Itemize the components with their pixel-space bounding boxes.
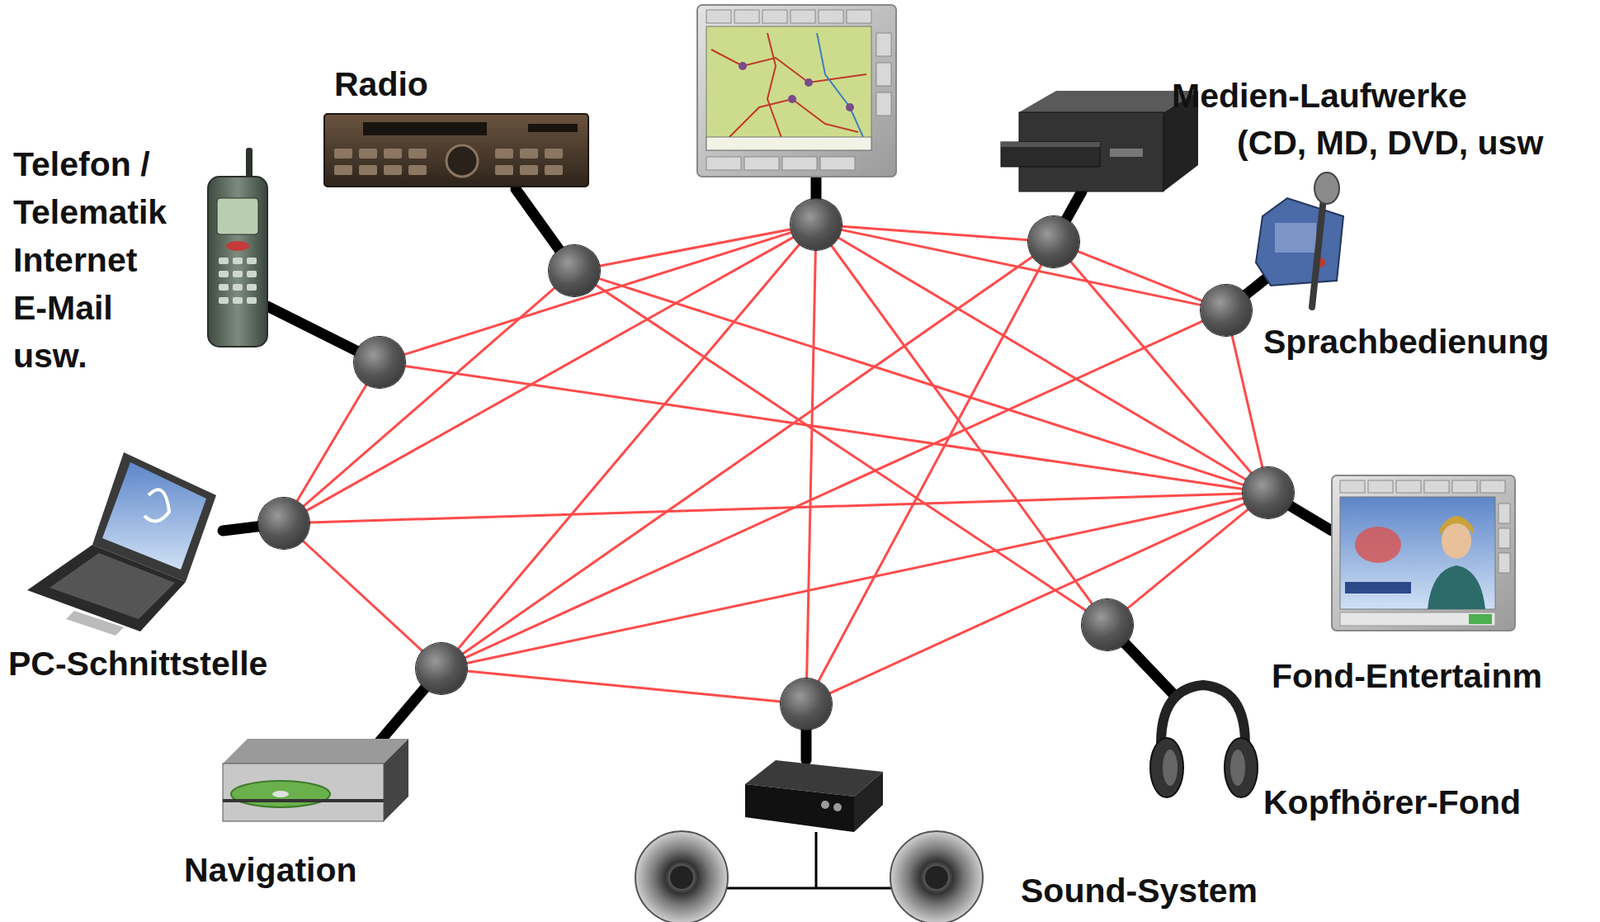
connection-line bbox=[302, 287, 555, 506]
network-node: PC-Schnittstelle bbox=[258, 497, 310, 549]
connection-line bbox=[302, 540, 423, 652]
network-node bbox=[790, 198, 842, 251]
connection-line bbox=[405, 365, 1244, 489]
connection-line bbox=[595, 284, 1086, 611]
connection-line bbox=[464, 320, 1204, 658]
network-node: Fond-Entertainm bbox=[1242, 467, 1294, 519]
navigation-unit-icon bbox=[222, 738, 409, 822]
connection-stroke bbox=[302, 287, 555, 506]
connection-line bbox=[1231, 335, 1263, 468]
connection-line bbox=[297, 384, 367, 502]
voice-control-icon bbox=[1255, 172, 1344, 307]
connection-stroke bbox=[599, 229, 791, 266]
network-node: Kopfhörer-Fond bbox=[1081, 599, 1133, 651]
connection-stroke bbox=[595, 284, 1086, 611]
connection-line bbox=[462, 256, 1033, 655]
connection-stroke bbox=[462, 256, 1033, 655]
connection-stroke bbox=[466, 497, 1243, 663]
connection-stroke bbox=[818, 264, 1043, 681]
network-node: Sprachbedienung bbox=[1200, 284, 1252, 336]
connection-stroke bbox=[841, 226, 1029, 240]
device-label: PC-Schnittstelle bbox=[8, 643, 268, 684]
connection-line bbox=[599, 229, 791, 266]
connection-line bbox=[807, 250, 817, 679]
connection-line bbox=[404, 231, 793, 354]
radio-icon bbox=[324, 113, 589, 187]
connection-stroke bbox=[309, 493, 1243, 523]
connection-line bbox=[466, 497, 1243, 663]
connection-stroke bbox=[1127, 509, 1249, 609]
display-icon bbox=[697, 4, 897, 177]
connection-line bbox=[838, 237, 1247, 480]
rear-screen-icon bbox=[1331, 475, 1516, 631]
device-label: Radio bbox=[334, 64, 429, 104]
laptop-icon bbox=[27, 452, 217, 636]
device-label: Sprachbedienung bbox=[1263, 321, 1549, 362]
connection-stroke bbox=[467, 670, 781, 702]
network-node: Radio bbox=[548, 245, 600, 297]
connection-stroke bbox=[457, 244, 800, 650]
device-label: Kopfhörer-Fond bbox=[1263, 782, 1521, 822]
connection-line bbox=[1127, 509, 1249, 609]
connection-stroke bbox=[840, 229, 1201, 305]
device-stubs bbox=[222, 176, 1332, 760]
connection-line bbox=[306, 236, 794, 511]
connection-line bbox=[829, 503, 1246, 694]
connection-stroke bbox=[838, 237, 1247, 480]
connection-stroke bbox=[1070, 261, 1252, 474]
device-label: Sound-System bbox=[1020, 870, 1258, 911]
connection-line bbox=[818, 264, 1043, 681]
media-drive-icon bbox=[1000, 90, 1199, 192]
connection-stroke bbox=[297, 384, 367, 502]
connection-stroke bbox=[829, 503, 1246, 694]
device-label: Fond-Entertainm bbox=[1271, 656, 1543, 696]
connection-line bbox=[1070, 261, 1252, 474]
headphones-icon bbox=[1150, 684, 1258, 798]
device-label: (CD, MD, DVD, usw bbox=[1236, 122, 1544, 163]
connection-line bbox=[457, 244, 800, 650]
connection-line bbox=[599, 278, 1245, 485]
connection-stroke bbox=[807, 250, 817, 679]
device-label: Navigation bbox=[184, 849, 358, 890]
connection-line bbox=[840, 229, 1201, 305]
connection-line bbox=[467, 670, 781, 702]
connection-stroke bbox=[405, 365, 1244, 489]
connection-stroke bbox=[302, 540, 423, 652]
device-label: Medien-Laufwerke bbox=[1171, 75, 1468, 116]
network-node: Navigation bbox=[415, 642, 468, 694]
network-node: Sound-System bbox=[780, 678, 832, 730]
sound-system-icon bbox=[635, 759, 983, 922]
device-label: Telefon / Telematik Internet E-Mail usw. bbox=[13, 140, 180, 380]
network-node: Medien-Laufwerke(CD, MD, DVD, usw bbox=[1028, 216, 1080, 268]
connection-stroke bbox=[1231, 335, 1263, 468]
network-node: Telefon / Telematik Internet E-Mail usw. bbox=[353, 336, 406, 388]
connection-stroke bbox=[306, 236, 794, 511]
phone-icon bbox=[207, 147, 268, 347]
connection-stroke bbox=[464, 320, 1204, 658]
connection-line bbox=[841, 226, 1029, 240]
connection-line bbox=[309, 493, 1243, 523]
connection-stroke bbox=[599, 278, 1245, 485]
connection-stroke bbox=[404, 231, 793, 354]
